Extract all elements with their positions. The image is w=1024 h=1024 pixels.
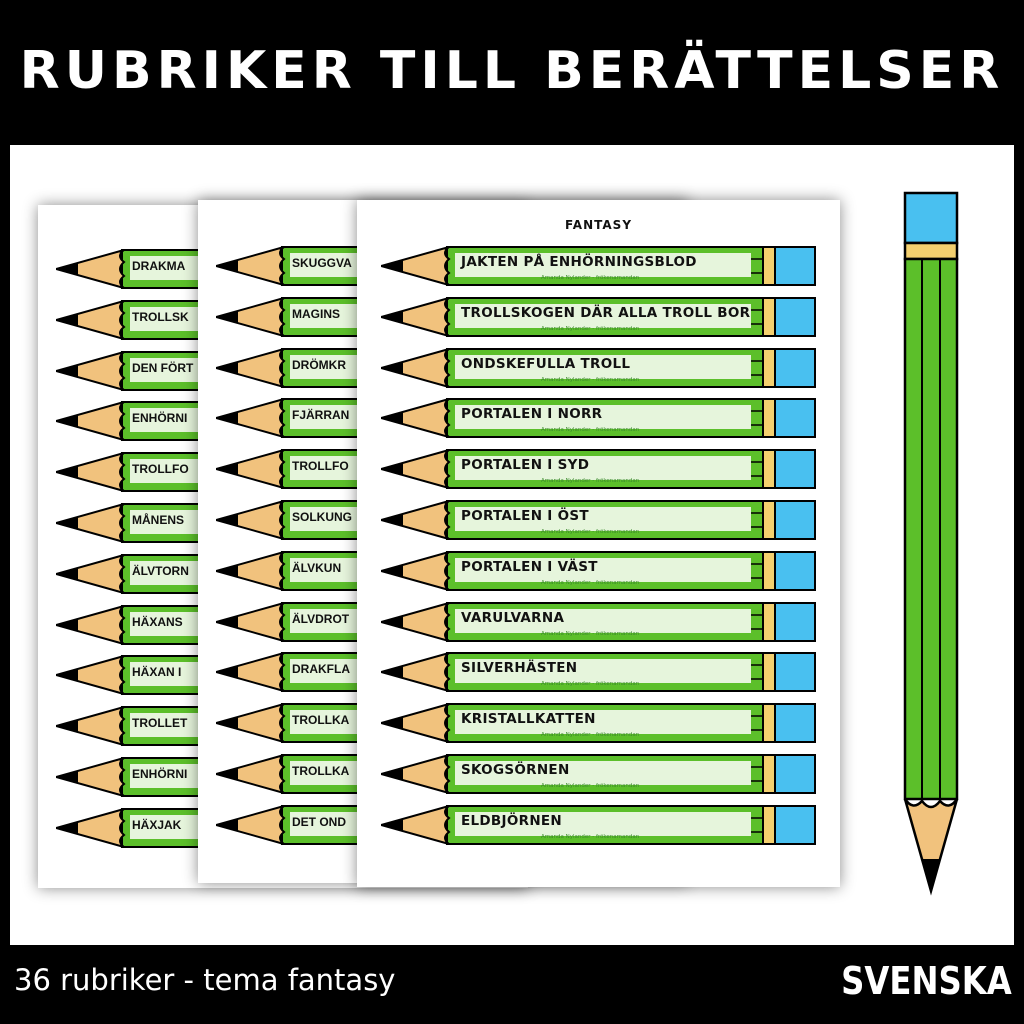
credit-text: Amanda Nylander - frökenamandan <box>541 579 640 586</box>
product-preview: DRAKMA TROLLSK DEN FÖRT ENHÖRNI TROLLFO MÅNEN… <box>10 145 1014 945</box>
pencil-title-text: JAKTEN PÅ ENHÖRNINGSBLOD <box>461 254 697 270</box>
header: RUBRIKER TILL BERÄTTELSER <box>0 0 1024 145</box>
pencil-title-card: PORTALEN I ÖST Amanda Nylander - frökenam… <box>381 499 821 541</box>
pencil-title-text: ENHÖRNI <box>132 767 188 781</box>
footer: 36 rubriker - tema fantasy SVENSKA <box>0 945 1024 1024</box>
pencil-icon <box>381 296 816 337</box>
pencil-title-text: SOLKUNG <box>292 510 352 524</box>
pencil-title-text: ENHÖRNI <box>132 411 188 426</box>
pencil-title-text: HÄXANS <box>132 614 183 629</box>
pencil-title-text: ÄLVKUN <box>292 560 342 575</box>
pencil-icon <box>381 550 816 591</box>
credit-text: Amanda Nylander - frökenamandan <box>541 427 640 434</box>
pencil-title-text: SKUGGVA <box>292 256 352 270</box>
footer-subtitle: 36 rubriker - tema fantasy <box>14 963 396 997</box>
credit-text: Amanda Nylander - frökenamandan <box>541 325 640 332</box>
pencil-title-text: TROLLFO <box>132 462 189 477</box>
pencil-icon <box>381 754 816 794</box>
brand-label: SVENSKA <box>841 959 1012 1003</box>
pencil-title-text: MAGINS <box>292 306 340 321</box>
pencil-title-text: ONDSKEFULLA TROLL <box>461 355 631 372</box>
pencil-title-card: ELDBJÖRNEN Amanda Nylander - frökenamanda… <box>381 804 821 846</box>
pencil-title-text: TROLLKA <box>292 713 350 728</box>
pencil-title-text: DEN FÖRT <box>132 360 194 375</box>
pencil-icon <box>381 703 816 744</box>
pencil-title-card: PORTALEN I VÄST Amanda Nylander - frökena… <box>381 550 821 592</box>
pencil-icon <box>381 500 816 540</box>
pencil-title-card: SKOGSÖRNEN Amanda Nylander - frökenamanda… <box>381 753 821 795</box>
pencil-title-text: TROLLKA <box>292 764 350 778</box>
pencil-title-text: TROLLSKOGEN DÄR ALLA TROLL BOR <box>461 304 751 321</box>
credit-text: Amanda Nylander - frökenamandan <box>541 681 640 688</box>
pencil-title-text: TROLLFO <box>292 459 349 474</box>
pencil-icon <box>381 449 816 490</box>
pencil-title-text: FJÄRRAN <box>292 408 350 423</box>
pencil-icon <box>381 804 816 845</box>
pencil-icon <box>381 347 816 388</box>
pencil-icon <box>381 652 816 693</box>
pencil-title-card: PORTALEN I SYD Amanda Nylander - frökenam… <box>381 448 821 490</box>
pencil-title-text: DRAKFLA <box>292 662 350 677</box>
pencil-title-text: PORTALEN I VÄST <box>461 558 598 575</box>
pencil-title-text: ÄLVDROT <box>292 611 350 626</box>
pencil-icon <box>381 398 816 439</box>
page-title: RUBRIKER TILL BERÄTTELSER <box>19 41 1005 101</box>
pencil-icon <box>381 601 816 642</box>
pencil-title-card: JAKTEN PÅ ENHÖRNINGSBLOD Amanda Nylander … <box>381 245 821 287</box>
pencil-title-text: SILVERHÄSTEN <box>461 660 578 677</box>
pencil-title-card: TROLLSKOGEN DÄR ALLA TROLL BOR Amanda Nyl… <box>381 296 821 338</box>
worksheet-front: FANTASY JAKTEN PÅ ENHÖRNINGSBLOD Amanda N… <box>357 200 840 887</box>
pencil-title-text: PORTALEN I SYD <box>461 457 590 474</box>
pencil-title-card: SILVERHÄSTEN Amanda Nylander - frökenaman… <box>381 651 821 693</box>
credit-text: Amanda Nylander - frökenamandan <box>541 275 640 281</box>
pencil-title-text: HÄXAN I <box>132 665 182 680</box>
pencil-title-text: HÄXJAK <box>132 817 182 832</box>
pencil-title-text: PORTALEN I ÖST <box>461 508 589 524</box>
pencil-title-text: ÄLVTORN <box>132 563 189 578</box>
pencil-title-text: TROLLET <box>132 716 188 731</box>
pencil-title-text: ELDBJÖRNEN <box>461 812 563 829</box>
pencil-title-text: DRAKMA <box>132 259 186 273</box>
pencil-title-card: ONDSKEFULLA TROLL Amanda Nylander - fröke… <box>381 347 821 389</box>
credit-text: Amanda Nylander - frökenamandan <box>541 630 640 637</box>
pencil-title-text: MÅNENS <box>132 513 185 527</box>
pencil-title-text: KRISTALLKATTEN <box>461 711 596 728</box>
credit-text: Amanda Nylander - frökenamandan <box>541 478 640 485</box>
pencil-title-text: DET OND <box>292 814 346 829</box>
sheet-title: FANTASY <box>564 218 633 232</box>
credit-text: Amanda Nylander - frökenamandan <box>541 376 640 383</box>
credit-text: Amanda Nylander - frökenamandan <box>541 732 640 739</box>
pencil-title-text: SKOGSÖRNEN <box>461 762 570 778</box>
credit-text: Amanda Nylander - frökenamandan <box>541 783 640 789</box>
pencil-title-text: TROLLSK <box>132 309 189 324</box>
pencil-title-text: DRÖMKR <box>292 357 346 372</box>
pencil-title-card: KRISTALLKATTEN Amanda Nylander - frökenam… <box>381 702 821 744</box>
credit-text: Amanda Nylander - frökenamandan <box>541 833 640 840</box>
pencil-title-text: VARULVARNA <box>461 609 565 626</box>
big-pencil-icon <box>903 191 959 896</box>
pencil-title-text: PORTALEN I NORR <box>461 406 603 423</box>
credit-text: Amanda Nylander - frökenamandan <box>541 529 640 535</box>
pencil-title-card: PORTALEN I NORR Amanda Nylander - frökena… <box>381 397 821 439</box>
pencil-title-card: VARULVARNA Amanda Nylander - frökenamanda… <box>381 601 821 643</box>
pencil-icon <box>381 246 816 286</box>
